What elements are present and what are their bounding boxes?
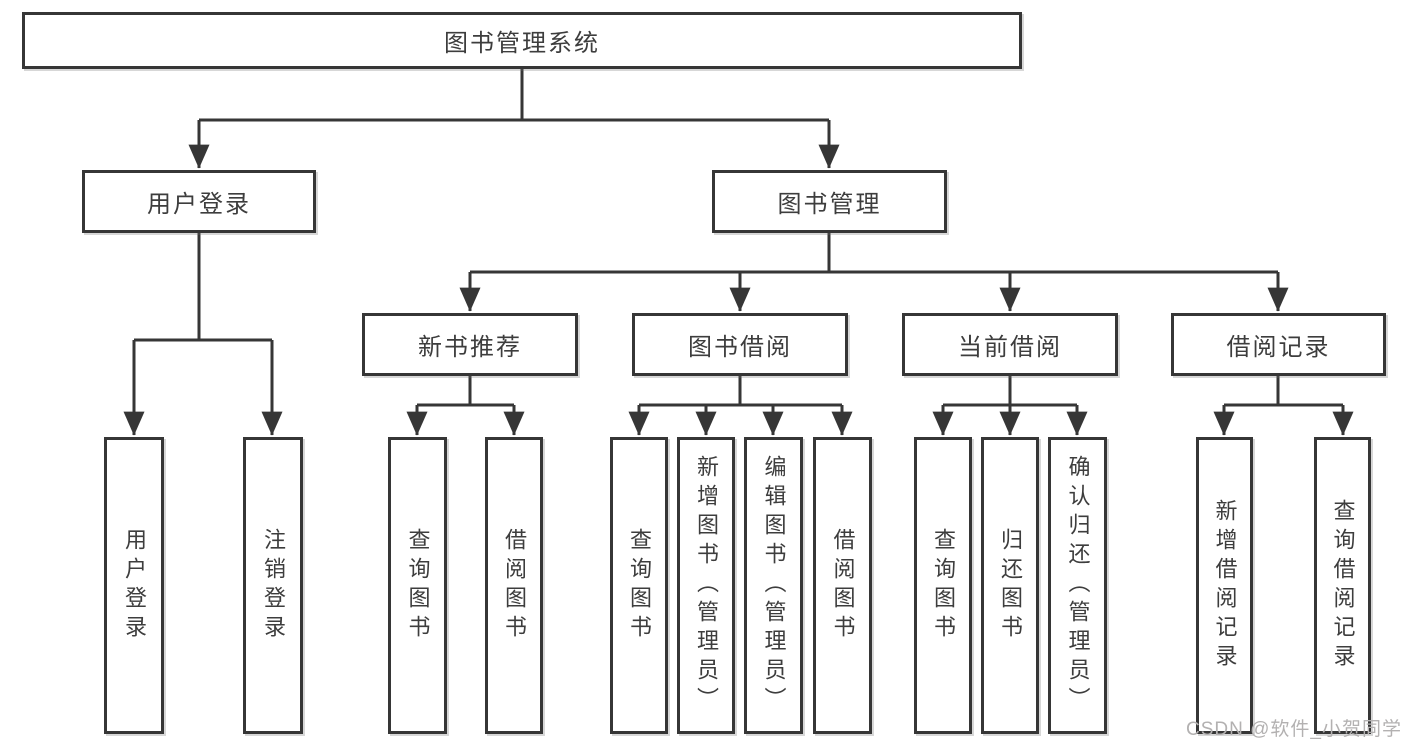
leaf-logout: 注销登录	[243, 437, 303, 734]
leaf-confirm-return-admin: 确认归还（管理员）	[1048, 437, 1107, 734]
node-borrow-records-label: 借阅记录	[1226, 334, 1331, 361]
node-book-borrow-label: 图书借阅	[688, 334, 792, 361]
node-book-management: 图书管理	[712, 170, 947, 233]
csdn-watermark: CSDN @软件_小贺同学	[1186, 719, 1402, 740]
leaf-query-book-3: 查询图书	[914, 437, 972, 734]
node-root-label: 图书管理系统	[444, 30, 600, 57]
leaf-add-borrow-record-label: 新增借阅记录	[1212, 498, 1238, 673]
leaf-return-book: 归还图书	[981, 437, 1039, 734]
leaf-query-book-2: 查询图书	[610, 437, 668, 734]
node-new-book-recommend: 新书推荐	[362, 313, 578, 376]
leaf-borrow-book-2: 借阅图书	[813, 437, 872, 734]
node-current-borrow-label: 当前借阅	[958, 334, 1062, 361]
leaf-logout-label: 注销登录	[261, 527, 286, 644]
leaf-borrow-book-2-label: 借阅图书	[830, 527, 856, 644]
leaf-add-book-admin-label: 新增图书（管理员）	[694, 455, 719, 716]
leaf-query-book-1-label: 查询图书	[405, 527, 431, 644]
node-book-borrow: 图书借阅	[632, 313, 848, 376]
node-book-management-label: 图书管理	[777, 191, 882, 218]
leaf-edit-book-admin: 编辑图书（管理员）	[744, 437, 803, 734]
leaf-confirm-return-admin-label: 确认归还（管理员）	[1065, 455, 1091, 716]
leaf-query-borrow-record-label: 查询借阅记录	[1330, 498, 1356, 673]
leaf-add-book-admin: 新增图书（管理员）	[677, 437, 735, 734]
leaf-query-book-2-label: 查询图书	[627, 527, 652, 644]
leaf-user-login-label: 用户登录	[122, 527, 147, 644]
node-user-login-label: 用户登录	[147, 191, 251, 218]
leaf-borrow-book-1-label: 借阅图书	[502, 527, 527, 644]
leaf-query-book-3-label: 查询图书	[931, 527, 956, 644]
node-borrow-records: 借阅记录	[1171, 313, 1386, 376]
trunk-lines	[134, 69, 1343, 407]
leaf-return-book-label: 归还图书	[998, 527, 1023, 644]
leaf-user-login: 用户登录	[104, 437, 164, 734]
arrows	[123, 120, 1354, 436]
leaf-add-borrow-record: 新增借阅记录	[1196, 437, 1253, 734]
node-current-borrow: 当前借阅	[902, 313, 1118, 376]
node-root: 图书管理系统	[22, 12, 1022, 69]
leaf-borrow-book-1: 借阅图书	[485, 437, 543, 734]
leaf-edit-book-admin-label: 编辑图书（管理员）	[761, 455, 787, 716]
node-user-login: 用户登录	[82, 170, 316, 233]
node-new-book-recommend-label: 新书推荐	[418, 334, 522, 361]
leaf-query-borrow-record: 查询借阅记录	[1314, 437, 1371, 734]
leaf-query-book-1: 查询图书	[388, 437, 447, 734]
